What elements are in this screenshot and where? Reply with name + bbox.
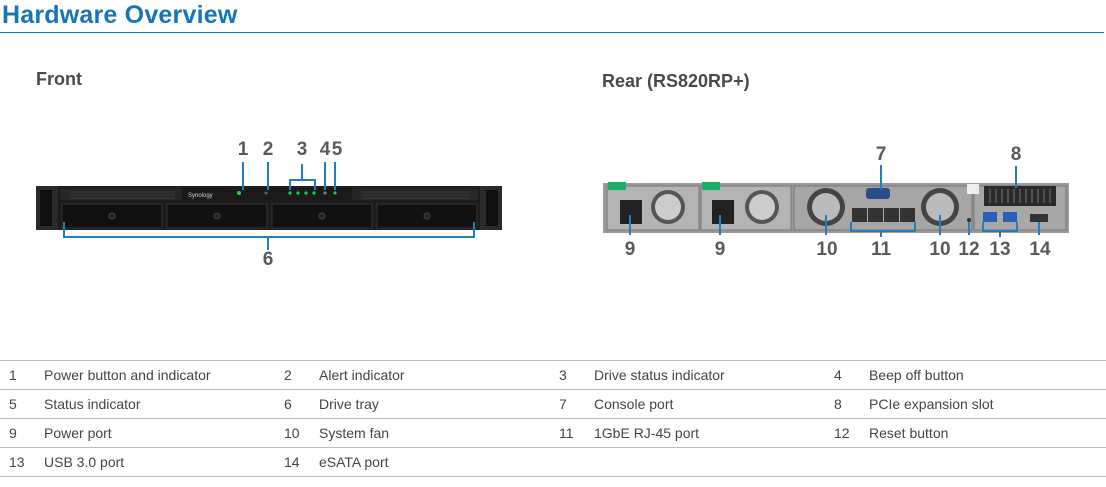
legend-label: eSATA port <box>319 454 389 470</box>
callout-9b: 9 <box>714 239 726 260</box>
rj45-ports <box>852 208 915 222</box>
callout-12: 12 <box>958 239 980 260</box>
legend-number: 6 <box>284 396 292 412</box>
legend-number: 1 <box>9 367 17 383</box>
rear-callout-lines <box>629 165 1040 237</box>
legend-number: 3 <box>559 367 567 383</box>
rear-section-label: Rear (RS820RP+) <box>602 71 750 91</box>
legend-label: Drive status indicator <box>594 367 725 383</box>
front-brand-text: Synology <box>188 193 213 199</box>
legend-number: 12 <box>834 425 850 441</box>
legend-row: 9 Power port 10 System fan 11 1GbE RJ-45… <box>0 418 1106 447</box>
page-title: Hardware Overview <box>2 1 238 29</box>
callout-3: 3 <box>296 139 308 160</box>
legend-label: 1GbE RJ-45 port <box>594 425 700 441</box>
callout-13: 13 <box>989 239 1011 260</box>
callout-14: 14 <box>1029 239 1051 260</box>
beep-off-button <box>323 191 327 195</box>
front-panel-illustration: Synology <box>36 186 502 230</box>
callout-10a: 10 <box>816 239 838 260</box>
legend-row: 5 Status indicator 6 Drive tray 7 Consol… <box>0 389 1106 418</box>
legend-number: 10 <box>284 425 300 441</box>
callout-1: 1 <box>237 139 249 160</box>
usb-port-2 <box>1003 212 1017 222</box>
legend-label: Beep off button <box>869 367 964 383</box>
callout-2: 2 <box>262 139 274 160</box>
legend-number: 4 <box>834 367 842 383</box>
rear-panel-illustration <box>603 182 1069 233</box>
legend-label: Reset button <box>869 425 949 441</box>
legend-label: Power port <box>44 425 112 441</box>
alert-indicator <box>264 191 268 195</box>
callout-11: 11 <box>870 239 892 260</box>
legend-number: 8 <box>834 396 842 412</box>
hardware-diagram: Synology <box>36 162 1069 250</box>
legend-label: PCIe expansion slot <box>869 396 994 412</box>
console-port <box>866 188 890 199</box>
legend-label: Status indicator <box>44 396 141 412</box>
callout-5: 5 <box>331 139 343 160</box>
legend-label: Alert indicator <box>319 367 405 383</box>
legend-number: 13 <box>9 454 25 470</box>
legend-number: 9 <box>9 425 17 441</box>
legend-label: System fan <box>319 425 390 441</box>
callout-7: 7 <box>875 144 887 165</box>
callout-10b: 10 <box>929 239 951 260</box>
callout-8: 8 <box>1010 144 1022 165</box>
legend-number: 14 <box>284 454 300 470</box>
callout-4: 4 <box>319 139 331 160</box>
component-legend-table: 1 Power button and indicator 2 Alert ind… <box>0 360 1106 477</box>
legend-number: 7 <box>559 396 567 412</box>
legend-label: Drive tray <box>319 396 379 412</box>
status-indicator <box>333 191 337 195</box>
callout-9a: 9 <box>624 239 636 260</box>
front-section-label: Front <box>36 69 82 89</box>
legend-row: 1 Power button and indicator 2 Alert ind… <box>0 360 1106 389</box>
legend-label: Power button and indicator <box>44 367 211 383</box>
usb-port-1 <box>983 212 997 222</box>
esata-port <box>1030 214 1048 222</box>
callout-6: 6 <box>262 249 274 270</box>
legend-label: Console port <box>594 396 674 412</box>
legend-number: 5 <box>9 396 17 412</box>
legend-number: 2 <box>284 367 292 383</box>
front-callout-lines <box>63 162 475 250</box>
power-indicator <box>237 191 241 195</box>
title-divider <box>0 32 1104 33</box>
reset-button <box>967 218 971 222</box>
legend-label: USB 3.0 port <box>44 454 125 470</box>
drive-trays <box>61 203 478 229</box>
legend-number: 11 <box>559 425 574 441</box>
legend-row: 13 USB 3.0 port 14 eSATA port <box>0 447 1106 477</box>
